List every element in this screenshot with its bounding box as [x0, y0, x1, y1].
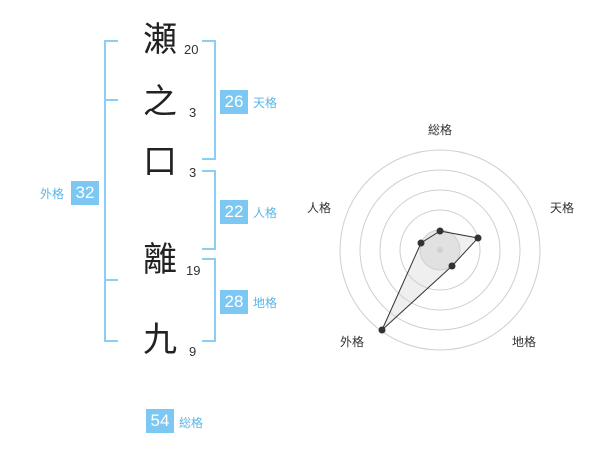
radar-label-tenkaku: 天格 [550, 201, 575, 215]
name-char-2: 之 [143, 82, 177, 122]
name-char-5: 九 [143, 320, 177, 360]
radar-point-chikaku [448, 262, 456, 270]
jinkaku-label: 人格 [253, 206, 278, 220]
stroke-count-2: 3 [189, 105, 197, 120]
radar-label-soukaku: 総格 [428, 123, 453, 137]
radar-label-jinkaku: 人格 [307, 201, 332, 215]
soukaku-label: 総格 [179, 416, 204, 430]
radar-ring-5 [339, 149, 541, 351]
radar-ring-2 [399, 209, 481, 291]
gaikaku-value: 32 [71, 181, 99, 205]
radar-label-chikaku: 地格 [512, 335, 537, 349]
radar-point-gaikaku [378, 326, 386, 334]
jinkaku-bracket [202, 170, 216, 250]
radar-point-tenkaku [474, 234, 482, 242]
gaikaku-label: 外格 [40, 187, 65, 201]
gaikaku-bracket-tick-1 [104, 99, 118, 101]
name-char-4: 離 [143, 240, 177, 280]
gaikaku-bracket-tick-2 [104, 279, 118, 281]
stroke-count-3: 3 [189, 165, 197, 180]
tenkaku-bracket [202, 40, 216, 160]
radar-label-gaikaku: 外格 [340, 335, 365, 349]
gaikaku-bracket [104, 40, 118, 342]
tenkaku-value: 26 [220, 90, 248, 114]
soukaku-value: 54 [146, 409, 174, 433]
stroke-count-1: 20 [184, 42, 199, 57]
chikaku-label: 地格 [253, 296, 278, 310]
chikaku-bracket [202, 258, 216, 342]
radar-ring-3 [379, 189, 501, 311]
radar-polygon [381, 230, 479, 331]
radar-ring-4 [359, 169, 521, 331]
jinkaku-value: 22 [220, 200, 248, 224]
chikaku-value: 28 [220, 290, 248, 314]
tenkaku-label: 天格 [253, 96, 278, 110]
radar-center-dot [437, 247, 443, 253]
radar-point-jinkaku [417, 239, 425, 247]
stroke-count-4: 19 [186, 263, 201, 278]
name-char-3: 口 [143, 142, 177, 182]
radar-point-soukaku [436, 227, 444, 235]
stroke-count-5: 9 [189, 344, 197, 359]
name-char-1: 瀬 [143, 20, 177, 60]
fortune-radar-chart [339, 149, 541, 351]
